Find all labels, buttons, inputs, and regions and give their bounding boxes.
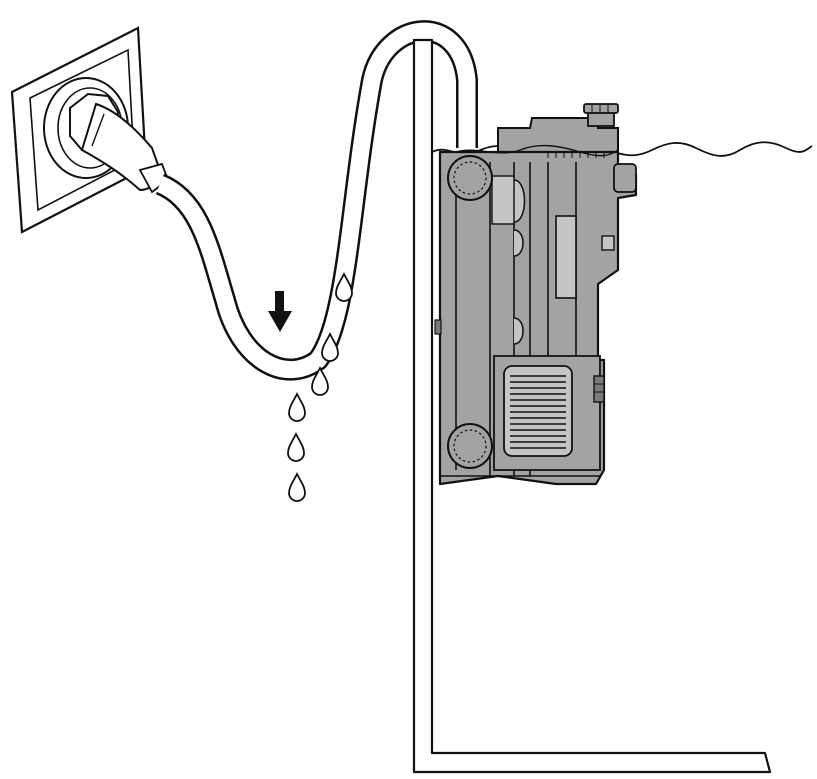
suction-cup-top	[447, 155, 493, 201]
water-drop-icon	[335, 271, 353, 302]
aquarium-wall	[412, 38, 772, 774]
water-drop-icon	[321, 331, 339, 362]
plug-icon	[69, 92, 170, 194]
filter-unit	[434, 103, 638, 486]
power-cord	[155, 20, 478, 381]
water-drop-icon	[288, 391, 306, 422]
water-drop-icon	[311, 365, 329, 396]
water-drop-icon	[288, 471, 306, 502]
water-drop-icon	[287, 431, 305, 462]
down-arrow-icon	[268, 291, 292, 332]
water-drops	[287, 271, 353, 502]
suction-cup-bottom	[447, 423, 493, 469]
